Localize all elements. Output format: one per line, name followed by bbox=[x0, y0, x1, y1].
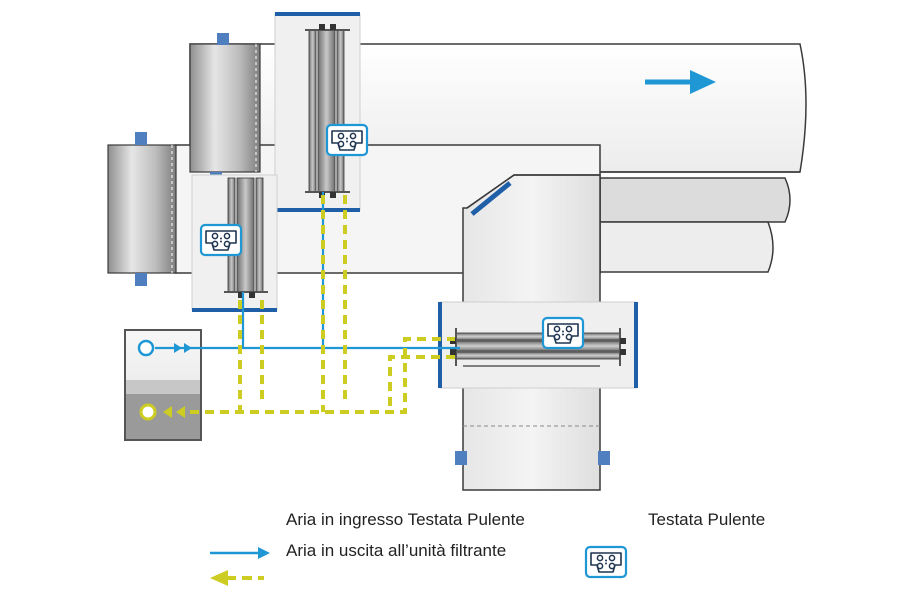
right-clean-head-assembly bbox=[438, 301, 638, 389]
flow-direction-arrow-icon bbox=[645, 70, 716, 94]
clean-head-icon bbox=[325, 123, 369, 157]
legend-clean-air-symbol bbox=[210, 547, 270, 559]
return-air-lines bbox=[190, 195, 455, 414]
clean-head-icon bbox=[541, 316, 585, 350]
filter-unit bbox=[124, 329, 202, 441]
legend-inlet-label: Aria in ingresso Testata Pulente bbox=[286, 510, 525, 529]
legend-head-label: Testata Pulente bbox=[648, 510, 766, 529]
legend-clean-head-icon bbox=[584, 545, 628, 579]
clean-head-icon bbox=[199, 223, 243, 257]
air-inlet-port-icon bbox=[137, 339, 192, 357]
lower-horizontal-duct bbox=[599, 177, 791, 273]
second-duct-end-cylinder bbox=[107, 132, 177, 286]
legend-return-air-symbol bbox=[210, 570, 264, 586]
legend-outlet-label: Aria in uscita all’unità filtrante bbox=[286, 541, 507, 560]
main-duct-end-cylinder bbox=[189, 33, 261, 184]
air-outlet-port-icon bbox=[139, 403, 185, 421]
top-clean-head-assembly bbox=[274, 12, 361, 212]
